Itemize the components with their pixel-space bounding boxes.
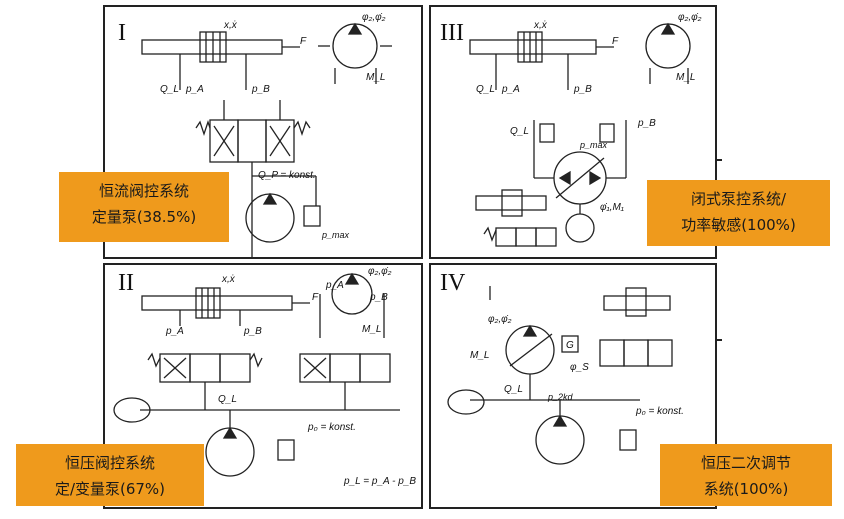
sym-angle-4: φ₂,φ̇₂ (488, 314, 512, 325)
panel-2-schematic (113, 272, 400, 477)
sym-force-1: F (300, 36, 307, 47)
sym-pmax-1: p_max (321, 230, 350, 240)
caption-3-line-2: 功率敏感(100%) (681, 216, 796, 234)
caption-1-line-1: 恒流阀控系统 (98, 182, 189, 200)
sym-p2kd-4: p_2kd (547, 392, 574, 402)
panel-4-schematic (447, 286, 673, 465)
caption-1-line-2: 定量泵(38.5%) (91, 208, 197, 226)
sym-angle-3: φ₂,φ̇₂ (678, 12, 702, 23)
sym-pb-3: p_B (573, 84, 592, 95)
sym-pl-2: p_L = p_A - p_B (343, 476, 416, 487)
panel-frame-4 (429, 263, 717, 509)
sym-ml-1: M_L (366, 72, 385, 83)
sym-pa-2: p_A (165, 326, 184, 337)
caption-panel-3: 闭式泵控系统/ 功率敏感(100%) (647, 180, 830, 246)
caption-2-line-2: 定/变量泵(67%) (54, 480, 166, 498)
panel-1-schematic (141, 22, 392, 258)
sym-p0-2: p₀ = konst. (307, 422, 356, 433)
sym-phi-4: φ_S (570, 362, 589, 373)
sym-pos-2: x,ẋ (221, 274, 236, 285)
sym-force-2: F (312, 292, 319, 303)
caption-3-line-1: 闭式泵控系统/ (690, 190, 787, 208)
sym-pa-3: p_A (501, 84, 520, 95)
sym-ql-3b: Q_L (510, 126, 529, 137)
sym-p0-4: p₀ = konst. (635, 406, 684, 417)
sym-qp-1: Q_P = konst. (258, 170, 316, 181)
sym-ml-3: M_L (676, 72, 695, 83)
sym-ql-2: Q_L (218, 394, 237, 405)
sym-force-3: F (612, 36, 619, 47)
sym-angle-1: φ₂,φ̇₂ (362, 12, 386, 23)
sym-ql-3: Q_L (476, 84, 495, 95)
caption-4-line-1: 恒压二次调节 (700, 454, 791, 472)
sym-pa-2b: p_A (325, 280, 344, 291)
panel-roman-4: IV (440, 270, 466, 296)
caption-panel-1: 恒流阀控系统 定量泵(38.5%) (59, 172, 229, 242)
sym-pa-1: p_A (185, 84, 204, 95)
panel-roman-3: III (440, 20, 464, 46)
sym-pos-3: x,ẋ (533, 20, 548, 31)
sym-ql-1: Q_L (160, 84, 179, 95)
sym-pb-2: p_B (243, 326, 262, 337)
sym-ql-4: Q_L (504, 384, 523, 395)
sym-pmax-3: p_max (579, 140, 608, 150)
sym-pos-1: x,ẋ (223, 20, 238, 31)
sym-angle-2: φ₂,φ̇₂ (368, 266, 392, 277)
sym-angle1-3: φ̇₁,M₁ (600, 202, 624, 213)
panel-frame-1 (103, 5, 423, 259)
panel-roman-1: I (118, 20, 126, 46)
panel-3-schematic (469, 22, 691, 247)
sym-ml-4: M_L (470, 350, 489, 361)
panel-frame-3 (429, 5, 717, 259)
sym-pb-2b: p_B (369, 292, 388, 303)
caption-panel-2: 恒压阀控系统 定/变量泵(67%) (16, 444, 204, 506)
panel-frame-2 (103, 263, 423, 509)
sym-ml-2: M_L (362, 324, 381, 335)
caption-2-line-1: 恒压阀控系统 (64, 454, 155, 472)
sym-pb-3b: p_B (637, 118, 656, 129)
caption-panel-4: 恒压二次调节 系统(100%) (660, 444, 832, 506)
panel-roman-2: II (118, 270, 134, 296)
sym-pb-1: p_B (251, 84, 270, 95)
caption-4-line-2: 系统(100%) (703, 480, 789, 498)
sym-g-4: G (566, 340, 574, 351)
